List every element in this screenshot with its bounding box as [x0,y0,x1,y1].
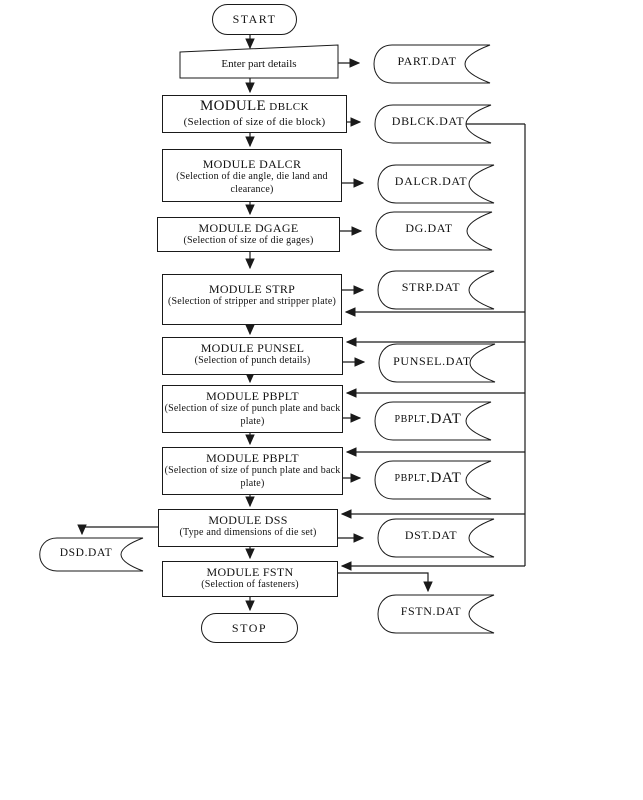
datafile-label-dg: DG.DAT [405,220,453,235]
stored-data-shape-part-dat [373,44,491,84]
datafile-label-pbplt-1: PBPLT.DAT [394,410,462,427]
stop-label: STOP [231,620,268,635]
stored-data-shapes [39,44,496,634]
stored-data-shape-punsel-dat [378,343,496,383]
datafile-label-dsd: DSD.DAT [59,546,113,559]
write-arrows [77,58,433,593]
enter-part-details-label: Enter part details [221,58,297,70]
feedback-lines [340,123,526,571]
module-box-pbplt-1: MODULE PBPLT (Selection of size of punch… [162,385,343,433]
module-caption-pbplt-1: (Selection of size of punch plate and ba… [164,403,341,427]
datafile-label-dalcr: DALCR.DAT [394,173,468,188]
module-title-pbplt-2: MODULE PBPLT [206,451,299,465]
module-box-punsel: MODULE PUNSEL (Selection of punch detail… [162,337,343,375]
stored-data-shape-dg-dat [375,211,493,251]
module-title-dss: MODULE DSS [208,513,288,527]
module-title-dblck: MODULE DBLCK [199,98,310,114]
stored-data-shape-fstn-dat [377,594,495,634]
stored-data-shape-pbplt1-dat [374,401,492,441]
stop-terminator: STOP [201,613,298,643]
module-title-strp: MODULE STRP [208,282,296,296]
stored-data-shape-dsd-dat [39,537,144,572]
module-box-dss: MODULE DSS (Type and dimensions of die s… [158,509,338,547]
datafile-label-strp: STRP.DAT [401,279,461,294]
module-box-pbplt-2: MODULE PBPLT (Selection of size of punch… [162,447,343,495]
module-title-fstn: MODULE FSTN [206,565,294,579]
start-label: START [232,12,277,26]
module-caption-punsel: (Selection of punch details) [194,355,311,366]
module-caption-dss: (Type and dimensions of die set) [179,527,317,538]
module-caption-pbplt-2: (Selection of size of punch plate and ba… [164,465,341,489]
module-caption-fstn: (Selection of fasteners) [201,579,299,590]
module-box-dalcr: MODULE DALCR (Selection of die angle, di… [162,149,342,202]
stored-data-shape-pbplt2-dat [374,460,492,500]
module-box-strp: MODULE STRP (Selection of stripper and s… [162,274,342,325]
module-title-pbplt-1: MODULE PBPLT [206,389,299,403]
module-box-fstn: MODULE FSTN (Selection of fasteners) [162,561,338,597]
datafile-label-fstn: FSTN.DAT [400,603,462,618]
datafile-label-part: PART.DAT [397,53,457,68]
module-box-dblck: MODULE DBLCK (Selection of size of die b… [162,95,347,133]
module-title-dalcr: MODULE DALCR [202,157,302,171]
stored-data-shape-dblck-dat [374,104,492,144]
stored-data-shape-dst-dat [377,518,495,558]
module-caption-dalcr: (Selection of die angle, die land and cl… [176,171,328,195]
stored-data-shape-dalcr-dat [377,164,495,204]
datafile-label-punsel: PUNSEL.DAT [393,353,471,368]
manual-input-shape [179,44,339,79]
datafile-label-pbplt-2: PBPLT.DAT [394,469,462,486]
stored-data-shape-strp-dat [377,270,495,310]
module-box-dgage: MODULE DGAGE (Selection of size of die g… [157,217,340,252]
module-caption-strp: (Selection of stripper and stripper plat… [167,296,337,307]
datafile-label-dblck: DBLCK.DAT [391,113,465,128]
module-caption-dgage: (Selection of size of die gages) [183,235,314,246]
module-title-dgage: MODULE DGAGE [198,221,299,235]
datafile-label-dst: DST.DAT [404,527,458,542]
module-caption-dblck: (Selection of size of die block) [183,116,326,128]
module-title-punsel: MODULE PUNSEL [200,341,305,355]
start-terminator: START [212,4,297,35]
